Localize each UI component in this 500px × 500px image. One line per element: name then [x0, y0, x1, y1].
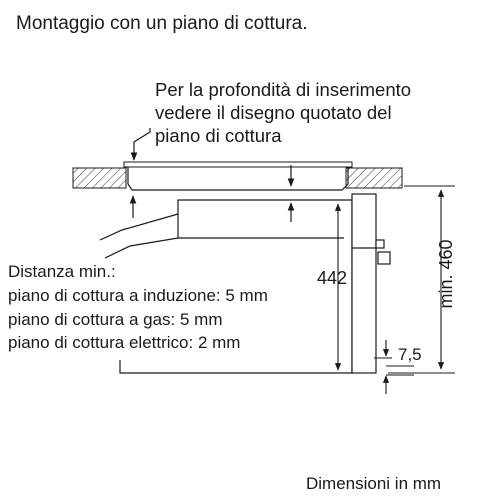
note-line-3: piano di cottura — [155, 125, 282, 146]
distance-induction: piano di cottura a induzione: 5 mm — [8, 286, 268, 305]
cooktop — [123, 161, 353, 191]
dimension-460 — [388, 185, 455, 374]
worktop-left — [72, 167, 127, 189]
worktop-right — [345, 167, 403, 189]
distance-heading: Distanza min.: — [8, 262, 116, 281]
distance-gas: piano di cottura a gas: 5 mm — [8, 310, 223, 329]
distance-electric: piano di cottura elettrico: 2 mm — [8, 333, 241, 352]
note-line-2: vedere il disegno quotato del — [155, 102, 392, 123]
label-7-5: 7,5 — [398, 345, 422, 364]
oven-body — [99, 193, 391, 374]
label-min-460: min. 460 — [436, 239, 456, 308]
note-leader — [130, 128, 151, 161]
units-note: Dimensioni in mm — [306, 474, 442, 493]
note-line-1: Per la profondità di inserimento — [155, 79, 412, 100]
dimension-7-5 — [374, 340, 414, 394]
label-442: 442 — [317, 268, 347, 288]
page-title: Montaggio con un piano di cottura. — [16, 13, 308, 34]
